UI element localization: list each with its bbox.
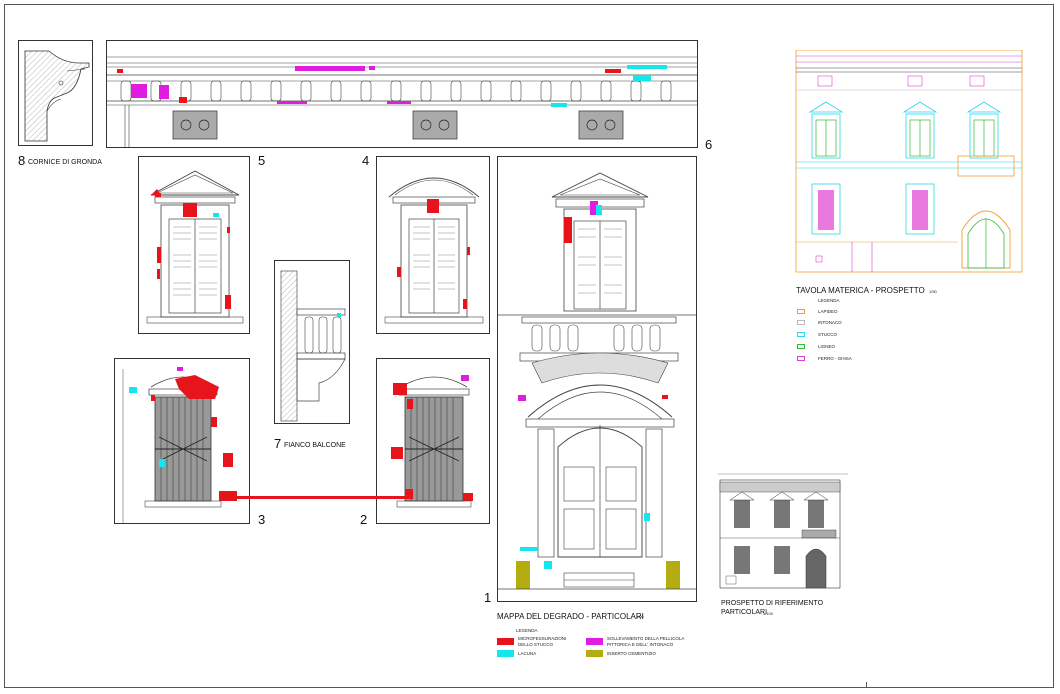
drawing-sheet <box>4 4 1054 688</box>
materica-swatch-ferro-ghisa <box>797 356 805 361</box>
panel-portafinestra-2 <box>376 358 490 524</box>
portal-drawing <box>498 172 696 590</box>
materica-swatch-lapideo <box>797 309 805 314</box>
balcony-side-drawing <box>280 270 346 422</box>
lacuna-band <box>230 496 406 499</box>
legend-label-microfessurazioni-2: DELLO STUCCO <box>518 642 554 647</box>
cornice-strip-drawing <box>107 56 697 147</box>
materica-label-intonaco: INTONACO <box>818 320 842 325</box>
panel-6-number: 6 <box>705 137 713 152</box>
degrado-title: MAPPA DEL DEGRADO - PARTICOLARI <box>497 612 644 621</box>
panel-8-label: CORNICE DI GRONDA <box>28 159 102 166</box>
window-5-drawing <box>146 170 244 324</box>
degrado-legend-title: LEGENDA <box>516 628 538 633</box>
materica-legend-title: LEGENDA <box>818 298 840 303</box>
legend-label-sollevamento: SOLLEVAMENTO DELLA PELLICOLA <box>607 636 685 641</box>
cornice-profile-drawing <box>24 50 90 142</box>
panel-8-number: 8 <box>18 153 26 168</box>
riferimento-title: PROSPETTO DI RIFERIMENTO <box>721 600 824 607</box>
panel-fianco-balcone <box>274 260 350 424</box>
panel-cornice-di-gronda <box>18 40 93 146</box>
materica-label-ligneo: LIGNEO <box>818 344 836 349</box>
legend-label-microfessurazioni: MICROFESSURAZIONI <box>518 636 567 641</box>
panel-7-number: 7 <box>274 436 282 451</box>
materica-facade-drawing <box>795 49 1023 273</box>
legend-swatch-lacuna <box>497 650 514 657</box>
panel-1-number: 1 <box>484 590 492 605</box>
panel-portafinestra-3 <box>114 358 250 524</box>
materica-swatch-ligneo <box>797 344 805 349</box>
panel-finestra-4 <box>376 156 490 334</box>
materica-swatch-intonaco <box>797 320 805 325</box>
materica-scale: 1/50 <box>929 289 937 294</box>
legend-swatch-inserto-cementizio <box>586 650 603 657</box>
legend-label-lacuna: LACUNA <box>518 651 537 656</box>
materica-label-stucco: STUCCO <box>818 332 837 337</box>
riferimento-facade <box>718 470 848 594</box>
window-3-drawing <box>122 367 237 523</box>
riferimento-scale: 1/100 <box>763 611 774 616</box>
riferimento-subtitle: PARTICOLARI <box>721 609 768 616</box>
window-2-drawing <box>391 375 473 508</box>
panel-2-number: 2 <box>360 512 368 527</box>
materica-swatch-stucco <box>797 332 805 337</box>
materica-facade <box>792 49 1024 274</box>
materica-title: TAVOLA MATERICA - PROSPETTO <box>796 286 925 295</box>
legend-label-inserto-cementizio: INSERTO CEMENTIZIO <box>607 651 656 656</box>
legend-swatch-microfessurazioni <box>497 638 514 645</box>
riferimento-facade-drawing <box>718 473 848 589</box>
materica-label-lapideo: LAPIDEO <box>818 309 838 314</box>
panel-4-number: 4 <box>362 153 370 168</box>
materica-label-ferro-ghisa: FERRO - GHISA <box>818 356 852 361</box>
panel-5-number: 5 <box>258 153 266 168</box>
panel-7-label: FIANCO BALCONE <box>284 442 346 449</box>
panel-finestra-5 <box>138 156 250 334</box>
panel-cornice-strip <box>106 40 698 148</box>
legend-label-sollevamento-2: PITTORICA E DELL' INTONACO <box>607 642 674 647</box>
panel-portale-balcone <box>497 156 697 602</box>
degrado-scale: 1/20 <box>636 614 644 619</box>
panel-3-number: 3 <box>258 512 266 527</box>
legend-swatch-sollevamento <box>586 638 603 645</box>
title-block-divider <box>866 682 867 688</box>
window-4-drawing <box>384 177 484 324</box>
